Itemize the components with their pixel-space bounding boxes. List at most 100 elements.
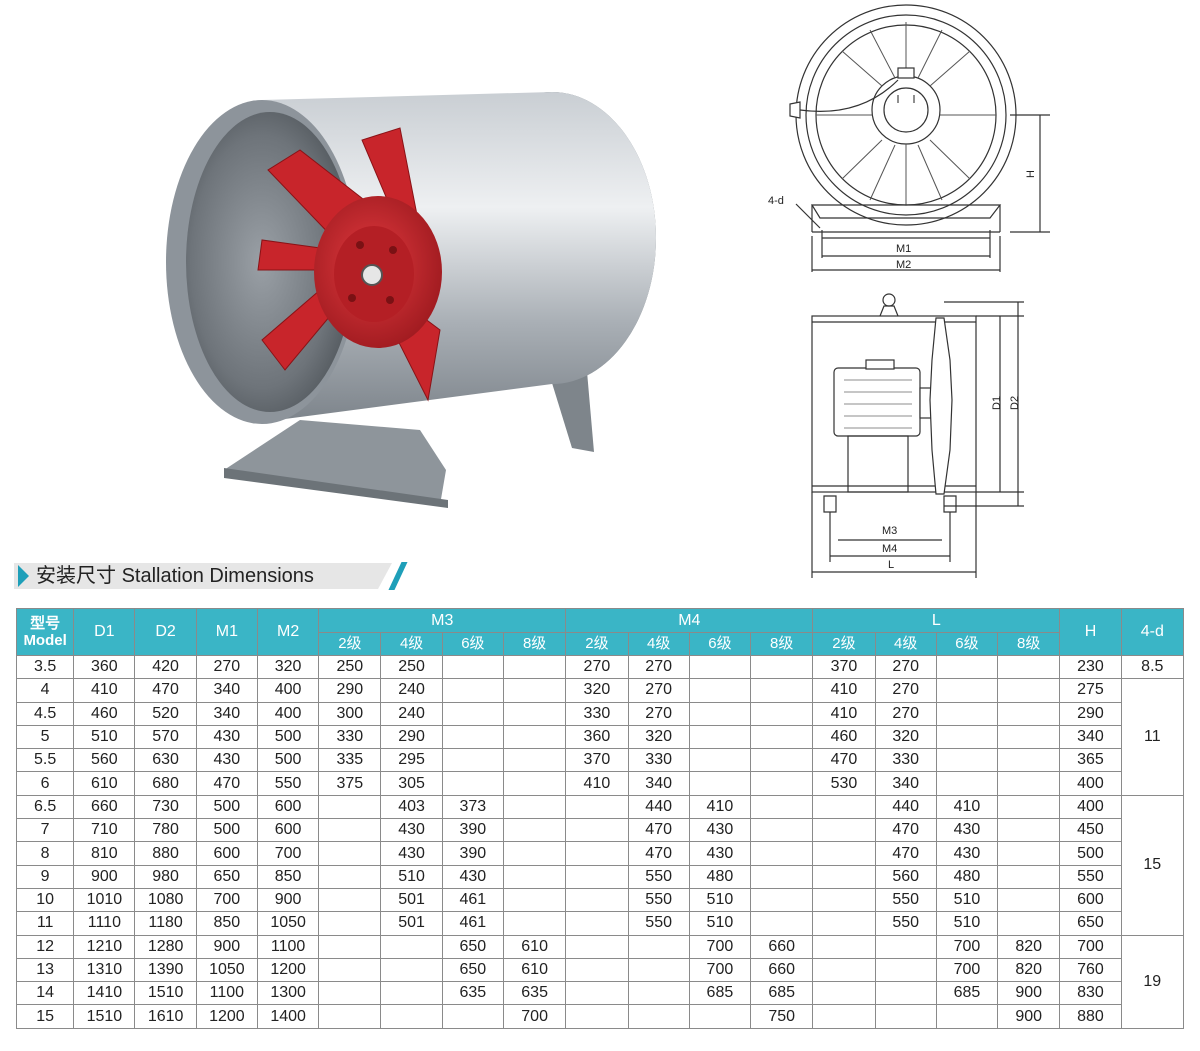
cell-m4-stage-3 bbox=[688, 701, 752, 726]
cell-h: 650 bbox=[1059, 911, 1122, 936]
cell-m3-stage-4 bbox=[502, 911, 567, 936]
cell-d2: 980 bbox=[134, 864, 197, 889]
cell-l-stage-1 bbox=[812, 864, 876, 889]
cell-model: 3.5 bbox=[15, 654, 75, 680]
m4-label: M4 bbox=[882, 543, 897, 555]
cell-l-stage-4: 820 bbox=[997, 934, 1061, 959]
cell-m3-stage-3 bbox=[441, 771, 504, 796]
cell-l-stage-4 bbox=[997, 654, 1061, 680]
cell-h: 880 bbox=[1059, 1004, 1122, 1029]
header-d2: D2 bbox=[134, 608, 197, 656]
cell-l-stage-3: 410 bbox=[935, 794, 999, 820]
cell-m3-stage-1: 330 bbox=[318, 724, 382, 750]
cell-l-stage-2: 470 bbox=[874, 841, 937, 866]
cell-m1: 1100 bbox=[195, 981, 258, 1006]
header-m3-stage-2: 4级 bbox=[380, 632, 443, 656]
cell-m4-stage-1: 270 bbox=[565, 654, 629, 680]
cell-m4-stage-3 bbox=[688, 654, 752, 680]
cell-m4-stage-4 bbox=[750, 678, 814, 703]
cell-m3-stage-3: 461 bbox=[441, 911, 504, 936]
cell-m4-stage-4 bbox=[750, 701, 814, 726]
cell-m2: 400 bbox=[256, 701, 320, 726]
cell-m3-stage-3 bbox=[441, 1004, 504, 1029]
cell-m3-stage-2: 430 bbox=[380, 818, 443, 843]
cell-l-stage-2: 330 bbox=[874, 748, 937, 773]
cell-m2: 600 bbox=[256, 794, 320, 820]
cell-m4-stage-2: 340 bbox=[627, 771, 690, 796]
header-m2: M2 bbox=[256, 608, 320, 656]
cell-m4-stage-4 bbox=[750, 724, 814, 750]
cell-l-stage-1: 460 bbox=[812, 724, 876, 750]
cell-d2: 1080 bbox=[134, 887, 197, 913]
cell-m3-stage-1: 290 bbox=[318, 678, 382, 703]
header-m3-stage-1: 2级 bbox=[318, 632, 382, 656]
cell-d1: 1410 bbox=[73, 981, 136, 1006]
cell-d2: 520 bbox=[134, 701, 197, 726]
cell-l-stage-2 bbox=[874, 957, 937, 983]
cell-m4-stage-3 bbox=[688, 678, 752, 703]
cell-m4-stage-1 bbox=[565, 887, 629, 913]
cell-l-stage-1 bbox=[812, 911, 876, 936]
cell-m3-stage-2: 501 bbox=[380, 911, 443, 936]
cell-m4-stage-4 bbox=[750, 818, 814, 843]
cell-model: 9 bbox=[15, 864, 75, 889]
fan-photo bbox=[166, 92, 656, 508]
cell-l-stage-3 bbox=[935, 771, 999, 796]
cell-m3-stage-2: 510 bbox=[380, 864, 443, 889]
header-l-stage-2: 4级 bbox=[874, 632, 937, 656]
cell-l-stage-4 bbox=[997, 748, 1061, 773]
cell-l-stage-3: 685 bbox=[935, 981, 999, 1006]
cell-m4-stage-4 bbox=[750, 654, 814, 680]
cell-m1: 900 bbox=[195, 934, 258, 959]
cell-model: 8 bbox=[15, 841, 75, 866]
cell-d2: 1510 bbox=[134, 981, 197, 1006]
cell-model: 4.5 bbox=[15, 701, 75, 726]
cell-m3-stage-2 bbox=[380, 981, 443, 1006]
cell-model: 6.5 bbox=[15, 794, 75, 820]
cell-d2: 570 bbox=[134, 724, 197, 750]
cell-d1: 810 bbox=[73, 841, 136, 866]
cell-l-stage-4: 820 bbox=[997, 957, 1061, 983]
cell-m3-stage-1: 300 bbox=[318, 701, 382, 726]
cell-m4-stage-4: 685 bbox=[750, 981, 814, 1006]
cell-m4-stage-4: 660 bbox=[750, 934, 814, 959]
cell-model: 10 bbox=[15, 887, 75, 913]
cell-h: 290 bbox=[1059, 701, 1122, 726]
header-m3-stage-3: 6级 bbox=[441, 632, 504, 656]
cell-l-stage-3: 430 bbox=[935, 818, 999, 843]
cell-m4-stage-1 bbox=[565, 981, 629, 1006]
cell-m4-stage-1 bbox=[565, 911, 629, 936]
cell-d1: 660 bbox=[73, 794, 136, 820]
cell-m4-stage-2: 270 bbox=[627, 654, 690, 680]
cell-d1: 560 bbox=[73, 748, 136, 773]
cell-d2: 420 bbox=[134, 654, 197, 680]
cell-m4-stage-4: 660 bbox=[750, 957, 814, 983]
cell-m4-stage-2: 550 bbox=[627, 911, 690, 936]
cell-d1: 410 bbox=[73, 678, 136, 703]
cell-m3-stage-1 bbox=[318, 841, 382, 866]
cell-m4-stage-1 bbox=[565, 818, 629, 843]
chevron-right-icon bbox=[18, 565, 29, 587]
cell-model: 14 bbox=[15, 981, 75, 1006]
header-m4-stage-3: 6级 bbox=[688, 632, 752, 656]
header-m1: M1 bbox=[195, 608, 258, 656]
cell-d1: 1210 bbox=[73, 934, 136, 959]
cell-m3-stage-2: 240 bbox=[380, 701, 443, 726]
cell-l-stage-2 bbox=[874, 934, 937, 959]
cell-m2: 1300 bbox=[256, 981, 320, 1006]
cell-m3-stage-2: 501 bbox=[380, 887, 443, 913]
header-m4-stage-2: 4级 bbox=[627, 632, 690, 656]
cell-l-stage-3 bbox=[935, 724, 999, 750]
cell-m4-stage-2 bbox=[627, 1004, 690, 1029]
cell-m3-stage-4: 635 bbox=[502, 981, 567, 1006]
cell-l-stage-1 bbox=[812, 818, 876, 843]
cell-h: 400 bbox=[1059, 771, 1122, 796]
